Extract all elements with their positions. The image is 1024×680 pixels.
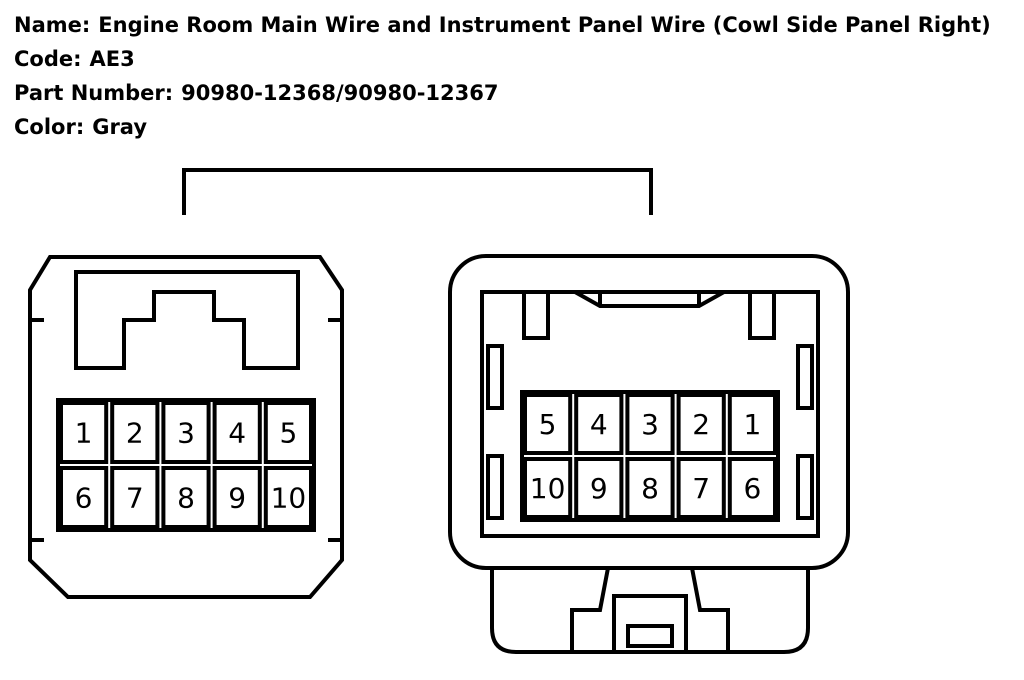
right-connector-lock xyxy=(522,292,550,340)
pin-cell xyxy=(263,401,313,464)
mating-bracket xyxy=(182,168,653,215)
part-number-row: Part Number: 90980-12368/90980-12367 xyxy=(14,76,991,110)
pin-cell xyxy=(625,393,675,455)
color-label: Color: xyxy=(14,115,85,139)
name-label: Name: xyxy=(14,13,91,37)
pin-cell xyxy=(574,457,624,519)
right-connector-latch-guide xyxy=(690,567,730,652)
pin-number: 2 xyxy=(126,417,144,450)
pin-cell xyxy=(263,466,313,529)
pin-cell xyxy=(727,393,777,455)
pin-cell xyxy=(59,401,109,464)
pin-cell xyxy=(625,457,675,519)
right-connector-side-key xyxy=(486,344,504,410)
code-label: Code: xyxy=(14,47,82,71)
pin-number: 10 xyxy=(530,472,566,505)
pin-number: 6 xyxy=(75,482,93,515)
pin-number: 4 xyxy=(228,417,246,450)
pin-number: 3 xyxy=(177,417,195,450)
pin-number: 1 xyxy=(75,417,93,450)
pin-cell xyxy=(161,466,211,529)
left-connector-lock xyxy=(74,270,300,370)
code-value: AE3 xyxy=(89,47,135,71)
pin-number: 3 xyxy=(641,408,659,441)
pin-number: 8 xyxy=(177,482,195,515)
pin-cell xyxy=(574,393,624,455)
pin-cell xyxy=(523,457,573,519)
right-connector-body xyxy=(448,254,850,570)
right-connector-latch xyxy=(490,568,810,654)
name-value: Engine Room Main Wire and Instrument Pan… xyxy=(98,13,991,37)
pin-number: 6 xyxy=(743,472,761,505)
left-pin-grid xyxy=(56,398,316,532)
right-connector-lock xyxy=(748,292,776,340)
left-connector-body xyxy=(28,255,344,599)
pin-number: 4 xyxy=(590,408,608,441)
pin-cell xyxy=(161,401,211,464)
right-connector-side-key xyxy=(796,344,814,410)
connector-info: Name: Engine Room Main Wire and Instrumen… xyxy=(14,8,991,144)
part-number-label: Part Number: xyxy=(14,81,174,105)
pin-cell xyxy=(59,466,109,529)
pin-number: 8 xyxy=(641,472,659,505)
code-row: Code: AE3 xyxy=(14,42,991,76)
pin-number: 9 xyxy=(228,482,246,515)
pin-number: 7 xyxy=(692,472,710,505)
pin-number: 5 xyxy=(539,408,557,441)
pin-cell xyxy=(676,457,726,519)
color-row: Color: Gray xyxy=(14,110,991,144)
pin-cell xyxy=(110,466,160,529)
pin-cell xyxy=(676,393,726,455)
pin-number: 9 xyxy=(590,472,608,505)
part-number-value: 90980-12368/90980-12367 xyxy=(181,81,499,105)
right-connector-latch-button xyxy=(626,624,674,648)
pin-number: 10 xyxy=(271,482,307,515)
pin-cell xyxy=(212,401,262,464)
right-connector-side-key xyxy=(796,454,814,520)
pin-cell xyxy=(212,466,262,529)
right-connector-side-key xyxy=(486,454,504,520)
pin-number: 5 xyxy=(279,417,297,450)
right-pin-grid xyxy=(520,390,780,522)
pin-cell xyxy=(110,401,160,464)
pin-number: 2 xyxy=(692,408,710,441)
right-connector-latch-guide xyxy=(570,567,610,652)
pin-cell xyxy=(727,457,777,519)
right-connector-latch-tab xyxy=(612,594,688,654)
pin-number: 1 xyxy=(743,408,761,441)
pin-cell xyxy=(523,393,573,455)
pin-number: 7 xyxy=(126,482,144,515)
color-value: Gray xyxy=(92,115,148,139)
name-row: Name: Engine Room Main Wire and Instrumen… xyxy=(14,8,991,42)
